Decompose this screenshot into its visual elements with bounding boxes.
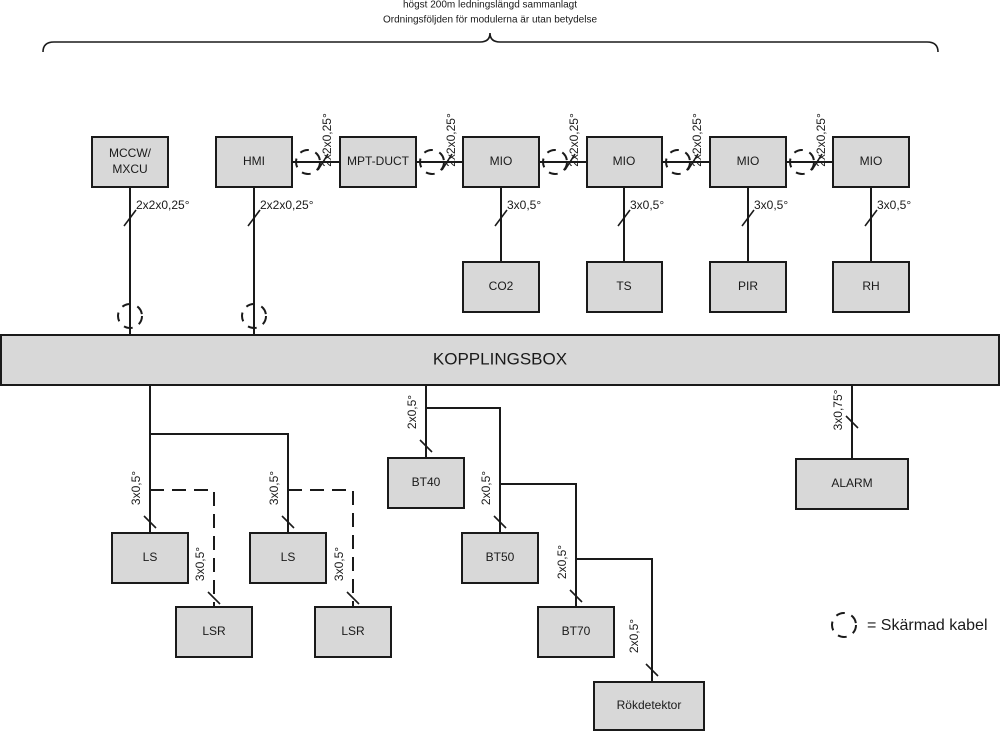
cable-label-ls1: 3x0,5° (129, 471, 143, 505)
svg-text:BT40: BT40 (412, 475, 441, 489)
shielded-cable-markers (117, 149, 815, 329)
svg-text:CO2: CO2 (489, 279, 514, 293)
sensor-ts: TS (586, 261, 663, 313)
svg-text:KOPPLINGSBOX: KOPPLINGSBOX (433, 349, 567, 368)
svg-text:Rökdetektor: Rökdetektor (617, 698, 682, 712)
module-mio-3: MIO (709, 136, 787, 188)
length-brace (42, 32, 939, 53)
cable-label-hmi-mpt: 2x2x0,25° (320, 113, 334, 167)
cable-label-bt50: 2x0,5° (479, 471, 493, 505)
device-alarm: ALARM (795, 458, 909, 510)
svg-text:BT70: BT70 (562, 624, 591, 638)
cable-label-hmi: 2x2x0,25° (260, 198, 314, 212)
module-mio-4: MIO (832, 136, 910, 188)
cable-label-rh: 3x0,5° (877, 198, 911, 212)
svg-text:LSR: LSR (341, 624, 365, 638)
wire-ls2-lsr2-dashed (288, 489, 354, 607)
svg-text:MIO: MIO (613, 154, 636, 168)
header-line-1: högst 200m ledningslängd sammanlagt (403, 0, 577, 11)
header-line-2: Ordningsföljden för modulerna är utan be… (383, 15, 597, 26)
device-lsr-2: LSR (314, 606, 392, 658)
wire-bus-ls2 (149, 385, 289, 533)
module-mio-1: MIO (462, 136, 540, 188)
device-bt50: BT50 (461, 532, 539, 584)
device-bt40: BT40 (387, 457, 465, 509)
module-hmi: HMI (215, 136, 293, 188)
cable-label-mccw: 2x2x0,25° (136, 198, 190, 212)
cable-label-pir: 3x0,5° (754, 198, 788, 212)
svg-text:LSR: LSR (202, 624, 226, 638)
cable-label-mpt-mio1: 2x2x0,25° (444, 113, 458, 167)
module-mccw-mxcu: MCCW/ MXCU (91, 136, 169, 188)
device-bt70: BT70 (537, 606, 615, 658)
sensor-pir: PIR (709, 261, 787, 313)
sensor-co2: CO2 (462, 261, 540, 313)
svg-text:MXCU: MXCU (112, 162, 147, 176)
svg-text:PIR: PIR (738, 279, 758, 293)
wire-bt70-rok (576, 558, 653, 682)
cable-label-ls2: 3x0,5° (267, 471, 281, 505)
svg-text:TS: TS (616, 279, 631, 293)
cable-label-alarm: 3x0,75° (831, 389, 845, 430)
wire-bus-bt50 (426, 407, 501, 533)
cable-label-mio1-mio2: 2x2x0,25° (567, 113, 581, 167)
cable-label-co2: 3x0,5° (507, 198, 541, 212)
cable-label-mio3-mio4: 2x2x0,25° (814, 113, 828, 167)
legend-text: = Skärmad kabel (867, 617, 988, 634)
legend-shield-icon (831, 612, 857, 638)
device-ls-1: LS (111, 532, 189, 584)
svg-text:MCCW/: MCCW/ (109, 146, 152, 160)
cable-label-rok: 2x0,5° (627, 619, 641, 653)
svg-text:MIO: MIO (860, 154, 883, 168)
wire-ls1-lsr1-dashed (150, 489, 215, 607)
cable-label-mio2-mio3: 2x2x0,25° (690, 113, 704, 167)
module-mio-2: MIO (586, 136, 663, 188)
kopplingsbox-bus: KOPPLINGSBOX (0, 334, 1000, 386)
device-lsr-1: LSR (175, 606, 253, 658)
svg-text:LS: LS (281, 550, 296, 564)
svg-text:MIO: MIO (490, 154, 513, 168)
svg-text:MPT-DUCT: MPT-DUCT (347, 154, 410, 168)
svg-text:BT50: BT50 (486, 550, 515, 564)
module-mpt-duct: MPT-DUCT (339, 136, 417, 188)
cable-label-bt40: 2x0,5° (405, 395, 419, 429)
cable-label-lsr1: 3x0,5° (193, 547, 207, 581)
svg-text:HMI: HMI (243, 154, 265, 168)
svg-text:RH: RH (862, 279, 879, 293)
cable-label-bt70: 2x0,5° (555, 545, 569, 579)
svg-text:ALARM: ALARM (831, 476, 872, 490)
svg-text:MIO: MIO (737, 154, 760, 168)
wire-bt50-bt70 (500, 483, 577, 607)
svg-text:LS: LS (143, 550, 158, 564)
device-rokdetektor: Rökdetektor (593, 681, 705, 731)
device-ls-2: LS (249, 532, 327, 584)
cable-label-ts: 3x0,5° (630, 198, 664, 212)
cable-label-lsr2: 3x0,5° (332, 547, 346, 581)
legend: = Skärmad kabel (831, 612, 988, 638)
sensor-rh: RH (832, 261, 910, 313)
